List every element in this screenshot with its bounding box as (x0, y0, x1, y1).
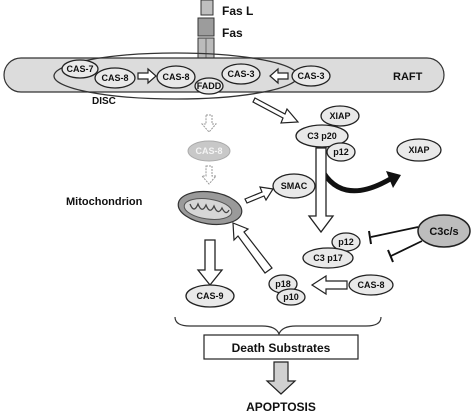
p10-node: p10 (276, 288, 306, 306)
disc-label: DISC (92, 96, 116, 107)
cas8-right-node: CAS-8 (348, 274, 394, 296)
arrow-p20-to-p17 (307, 147, 335, 234)
svg-text:SMAC: SMAC (281, 181, 308, 191)
raft-protein-cas7: CAS-7 (61, 59, 99, 79)
svg-text:CAS-8: CAS-8 (195, 146, 222, 156)
raft-protein-cas8-disc: CAS-8 (156, 65, 196, 89)
arrow-cas8-to-mito (200, 165, 218, 185)
svg-text:FADD: FADD (197, 81, 222, 91)
svg-text:CAS-9: CAS-9 (196, 291, 223, 301)
cas9-node: CAS-9 (185, 284, 235, 308)
raft-protein-cas3-outer: CAS-3 (291, 65, 331, 87)
fas-ligand-label: Fas L (222, 4, 253, 18)
mitochondrion-icon (177, 190, 243, 226)
arrow-p18-to-mito (232, 222, 273, 274)
svg-text:CAS-3: CAS-3 (297, 71, 324, 81)
mitochondrion-label: Mitochondrion (66, 196, 143, 208)
apoptosis-label: APOPTOSIS (246, 400, 316, 414)
raft-label: RAFT (393, 71, 423, 83)
smac-node: SMAC (272, 173, 316, 199)
xiap-release-arrow (315, 161, 394, 194)
raft-arrow-cas3-left (269, 67, 289, 85)
raft-protein-cas8-left: CAS-8 (94, 67, 136, 89)
arrow-mito-to-cas9 (196, 239, 224, 287)
svg-text:CAS-8: CAS-8 (162, 72, 189, 82)
svg-text:C3c/s: C3c/s (429, 226, 458, 238)
svg-text:p12: p12 (338, 237, 354, 247)
arrow-mito-to-smac (244, 186, 274, 204)
svg-text:CAS-8: CAS-8 (101, 73, 128, 83)
svg-text:p10: p10 (283, 292, 299, 302)
svg-text:XIAP: XIAP (408, 145, 429, 155)
fadd-adapter: FADD (194, 77, 224, 95)
arrow-disc-to-cas8 (200, 114, 218, 133)
c3-p17-node: C3 p17 (302, 247, 354, 269)
svg-text:CAS-7: CAS-7 (66, 64, 93, 74)
fas-receptor-label: Fas (222, 26, 243, 40)
c3-p20-node: C3 p20 (295, 124, 349, 148)
cas8-free: CAS-8 (187, 140, 231, 162)
death-substrates-box (203, 334, 359, 360)
raft-protein-cas3-inner: CAS-3 (221, 63, 261, 85)
c3cs-node: C3c/s (417, 214, 471, 248)
svg-text:CAS-3: CAS-3 (227, 69, 254, 79)
arrow-to-apoptosis (265, 361, 297, 395)
svg-text:p12: p12 (333, 147, 349, 157)
death-substrates-label: Death Substrates (232, 341, 331, 355)
p12-top-node: p12 (326, 142, 356, 162)
convergence-brace (174, 316, 382, 336)
svg-text:C3 p20: C3 p20 (307, 131, 337, 141)
xiap-top-node: XIAP (320, 105, 360, 127)
arrow-cas8-to-p18 (310, 274, 348, 296)
svg-text:XIAP: XIAP (329, 111, 350, 121)
inhibition-lines (368, 226, 423, 263)
svg-text:CAS-8: CAS-8 (357, 280, 384, 290)
svg-text:C3 p17: C3 p17 (313, 253, 343, 263)
xiap-right-node: XIAP (396, 138, 442, 162)
svg-text:p18: p18 (275, 279, 291, 289)
xiap-release-arrowhead (386, 171, 401, 188)
raft-arrow-cas8-right (137, 67, 157, 85)
arrow-disc-to-c3 (252, 97, 300, 124)
